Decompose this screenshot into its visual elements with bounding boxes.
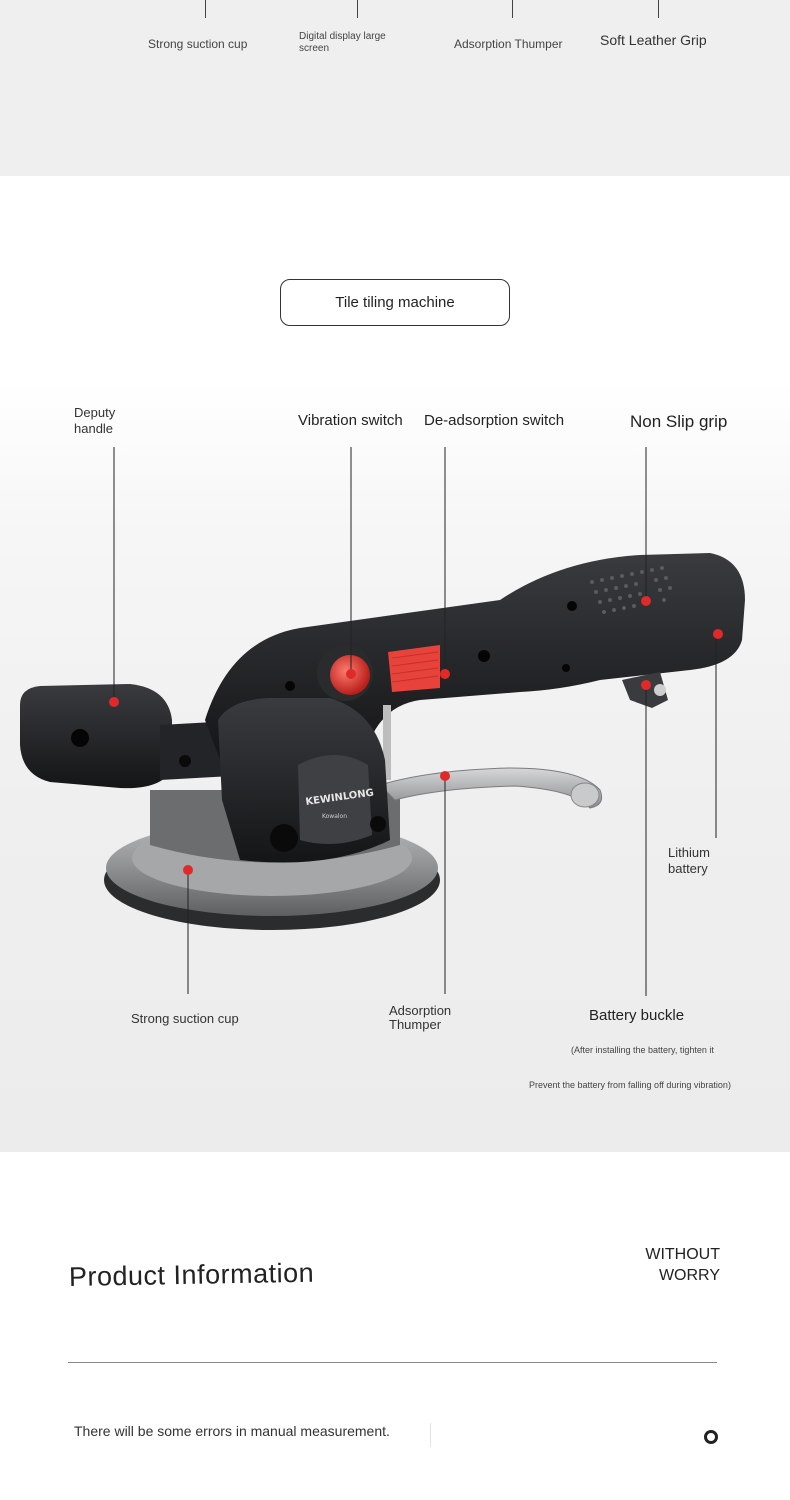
vibration-switch: [317, 645, 373, 701]
section-divider: [68, 1362, 717, 1363]
top-feature-band: Strong suction cup Digital display large…: [0, 0, 790, 176]
feature-tick: [658, 0, 659, 18]
feature-tick: [357, 0, 358, 18]
battery-note-1: (After installing the battery, tighten i…: [571, 1045, 714, 1055]
callout-strong-suction-cup: Strong suction cup: [131, 1011, 239, 1026]
slogan-line-2: WORRY: [658, 1267, 720, 1284]
product-information-heading: Product Information: [68, 1257, 315, 1292]
callout-lines: [113, 447, 717, 996]
callout-vibration-switch: Vibration switch: [298, 412, 403, 429]
feature-label-grip: Soft Leather Grip: [600, 32, 707, 48]
feature-label-suction: Strong suction cup: [148, 37, 248, 51]
vertical-separator: [430, 1423, 431, 1447]
motor-housing: KEWINLONG Kowalon: [179, 698, 390, 863]
adsorption-thumper-handle: [379, 767, 603, 809]
feature-tick: [512, 0, 513, 18]
ring-icon: [704, 1430, 718, 1444]
feature-label-display: Digital display large screen: [299, 31, 386, 54]
callout-deadsorption-switch: De-adsorption switch: [424, 412, 565, 429]
deadsorption-switch: [383, 645, 440, 780]
brand-sub: Kowalon: [322, 813, 347, 820]
callout-deputy-handle: Deputy handle: [74, 405, 116, 436]
feature-tick: [205, 0, 206, 18]
slogan-line-1: WITHOUT: [645, 1246, 720, 1263]
slogan: WITHOUT WORRY: [645, 1244, 720, 1286]
measurement-note: There will be some errors in manual meas…: [74, 1423, 390, 1439]
callout-dots: [109, 596, 723, 875]
callout-non-slip-grip: Non Slip grip: [630, 412, 728, 431]
callout-adsorption-thumper: Adsorption Thumper: [389, 1003, 452, 1032]
battery-note-2: Prevent the battery from falling off dur…: [529, 1080, 731, 1090]
callout-lithium-battery: Lithium battery: [668, 845, 710, 876]
product-title-pill: Tile tiling machine: [280, 279, 510, 326]
callout-battery-buckle: Battery buckle: [589, 1007, 685, 1024]
feature-label-thumper: Adsorption Thumper: [454, 37, 563, 51]
